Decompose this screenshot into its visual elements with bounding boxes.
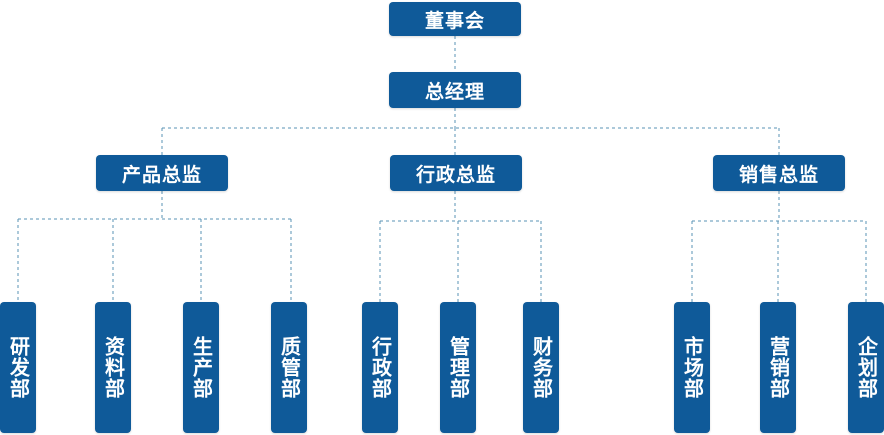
node-dept-research: 研发部 <box>0 302 36 433</box>
node-dept-production: 生产部 <box>183 302 219 433</box>
node-director-admin: 行政总监 <box>390 155 522 191</box>
node-director-product-label: 产品总监 <box>121 163 202 186</box>
node-dept-data-label: 资料部 <box>101 336 126 399</box>
node-dept-market-label: 市场部 <box>680 336 705 399</box>
node-dept-data: 资料部 <box>95 302 131 433</box>
node-general-manager: 总经理 <box>389 72 521 108</box>
node-dept-marketing-label: 营销部 <box>766 336 791 399</box>
node-dept-production-label: 生产部 <box>189 336 214 399</box>
node-dept-admin-label: 行政部 <box>368 336 393 399</box>
node-director-sales-label: 销售总监 <box>738 163 819 186</box>
node-director-product: 产品总监 <box>96 155 228 191</box>
node-dept-quality: 质管部 <box>271 302 307 433</box>
node-board-label: 董事会 <box>424 9 485 32</box>
node-board: 董事会 <box>389 2 521 36</box>
node-dept-admin: 行政部 <box>362 302 398 433</box>
node-dept-planning-label: 企划部 <box>854 336 879 399</box>
node-dept-finance: 财务部 <box>523 302 559 433</box>
node-dept-market: 市场部 <box>674 302 710 433</box>
node-director-sales: 销售总监 <box>713 155 845 191</box>
node-director-admin-label: 行政总监 <box>415 163 496 186</box>
node-general-manager-label: 总经理 <box>424 80 485 103</box>
node-dept-quality-label: 质管部 <box>277 336 302 399</box>
node-dept-management: 管理部 <box>440 302 476 433</box>
node-dept-finance-label: 财务部 <box>529 336 554 399</box>
node-dept-management-label: 管理部 <box>446 336 471 399</box>
node-dept-marketing: 营销部 <box>760 302 796 433</box>
node-dept-planning: 企划部 <box>848 302 884 433</box>
node-dept-research-label: 研发部 <box>6 336 31 399</box>
